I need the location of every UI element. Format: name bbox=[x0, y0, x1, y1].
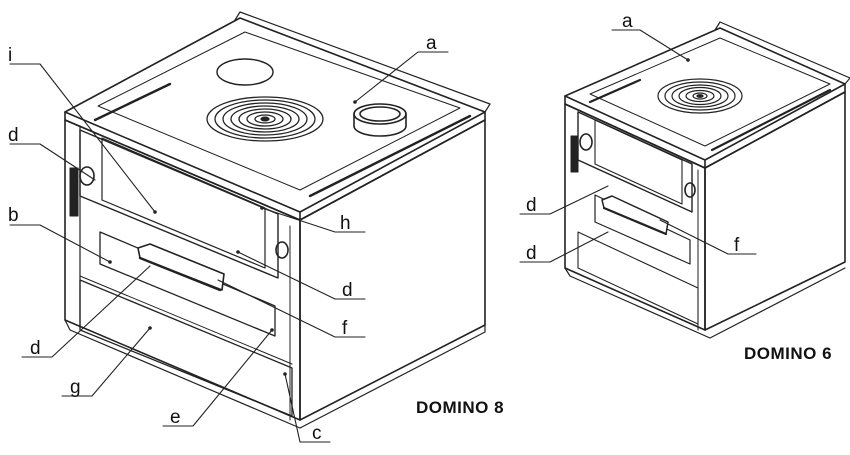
base-edge bbox=[64, 319, 486, 429]
label-e: e bbox=[170, 407, 181, 428]
lid-cover bbox=[216, 58, 274, 86]
top-groove-left bbox=[93, 82, 172, 122]
top-front-edge-small bbox=[564, 95, 706, 169]
anchor-dots bbox=[108, 58, 690, 376]
model-name-domino-6: DOMINO 6 bbox=[744, 344, 833, 363]
label-i: i bbox=[8, 45, 13, 66]
top-groove-small-left bbox=[588, 78, 642, 104]
domino-6-stove bbox=[564, 21, 850, 339]
handle-bar-small bbox=[602, 206, 668, 236]
oven-door-window bbox=[101, 137, 266, 269]
label-d-top: d bbox=[8, 125, 19, 146]
leader-lines-small bbox=[519, 29, 757, 263]
label-d-right: d bbox=[342, 280, 353, 301]
label-a: a bbox=[426, 33, 437, 54]
domino-8-stove bbox=[64, 11, 491, 429]
leader-lines-large bbox=[9, 51, 449, 443]
side-face bbox=[299, 119, 486, 421]
hinge-bar-small-left bbox=[570, 135, 579, 173]
cooktop-inner-panel bbox=[97, 31, 461, 191]
top-right-edge bbox=[299, 111, 486, 221]
label-d-left: d bbox=[30, 338, 41, 359]
drawer-top-line bbox=[79, 275, 293, 365]
label-h: h bbox=[340, 213, 351, 234]
hinge-knob-small-right bbox=[684, 182, 696, 198]
hotplate-rings bbox=[206, 96, 324, 142]
hinge-bar-left bbox=[69, 167, 79, 217]
lower-panel-small bbox=[577, 231, 699, 325]
drawer-front bbox=[79, 279, 293, 417]
handle-bar bbox=[138, 256, 222, 292]
door-handle-small bbox=[601, 195, 669, 235]
label-f: f bbox=[342, 318, 348, 339]
back-rim-small bbox=[714, 21, 850, 85]
hinge-knob-left bbox=[79, 166, 95, 186]
back-rim bbox=[234, 11, 491, 113]
hotplate-rings-small bbox=[657, 78, 743, 114]
label-g: g bbox=[70, 377, 81, 398]
oven-window-small bbox=[594, 119, 683, 205]
base-edge-small bbox=[564, 267, 846, 339]
label-small-a: a bbox=[622, 11, 633, 32]
flue-collar bbox=[353, 103, 407, 137]
label-c: c bbox=[312, 423, 322, 444]
label-small-d-lower: d bbox=[526, 243, 537, 264]
hinge-knob-small-left bbox=[579, 133, 593, 151]
hinge-knob-right bbox=[275, 241, 289, 259]
side-face-small bbox=[704, 91, 846, 331]
top-groove-small-right bbox=[710, 88, 832, 152]
cooktop-top bbox=[64, 17, 486, 213]
label-small-d-upper: d bbox=[526, 195, 537, 216]
top-groove-right bbox=[308, 114, 472, 198]
label-small-f: f bbox=[734, 235, 740, 256]
top-right-edge-small bbox=[704, 83, 846, 169]
cooktop-inner-panel-small bbox=[589, 37, 831, 147]
model-name-domino-8: DOMINO 8 bbox=[416, 398, 505, 417]
label-b: b bbox=[8, 205, 19, 226]
